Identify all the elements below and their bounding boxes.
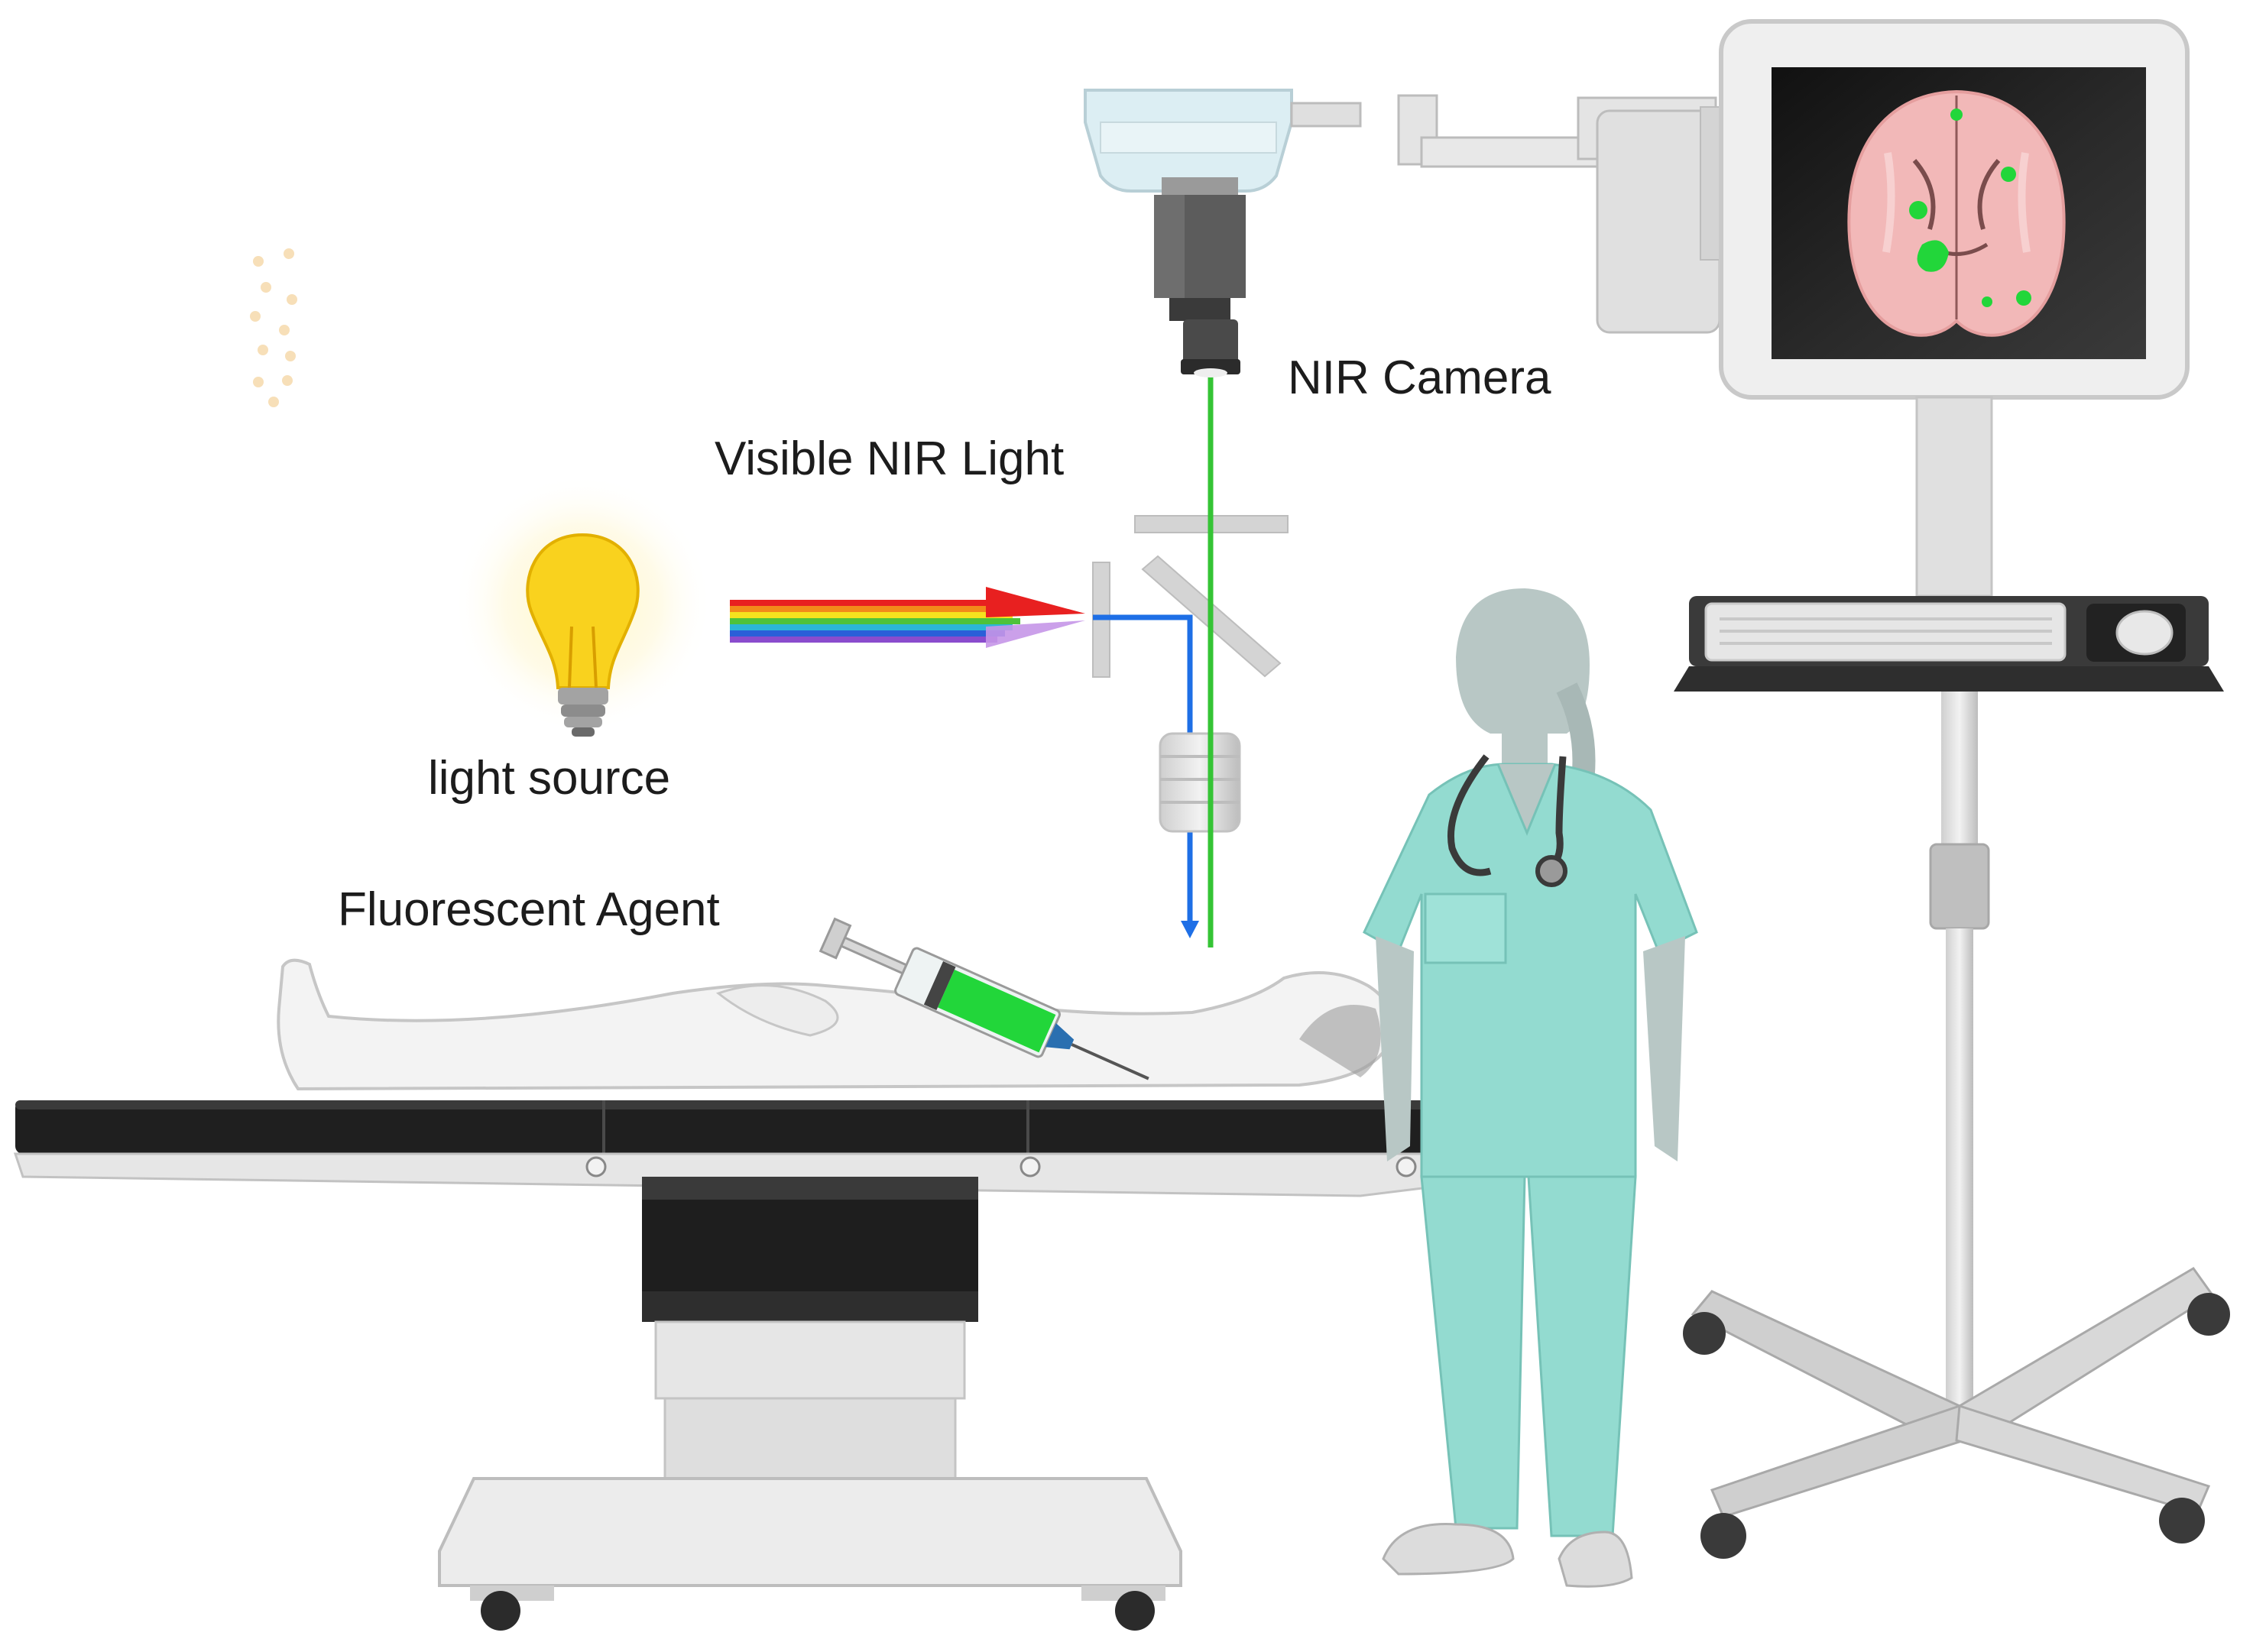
operating-table (13, 1100, 1610, 1631)
stethoscope-icon (1447, 754, 1567, 887)
nir-camera-label: NIR Camera (1288, 351, 1551, 404)
clinician (1363, 588, 1698, 1588)
syringe-icon (819, 917, 1149, 1080)
monitor-stand (1683, 692, 2230, 1559)
nir-camera-icon (1084, 89, 1293, 377)
keyboard-tray (1674, 596, 2224, 692)
fluorescent-agent-label: Fluorescent Agent (338, 883, 720, 936)
visible-light-beam (730, 587, 1085, 648)
mouse-icon (2115, 610, 2174, 656)
patient (277, 958, 1394, 1091)
keyboard-icon (1704, 602, 2067, 662)
light-source-label: light source (428, 752, 671, 805)
decorative-dots (250, 248, 297, 407)
fluorescence-spots (1909, 109, 2031, 307)
objective-lens (1159, 732, 1241, 833)
monitor-icon (1719, 19, 2190, 598)
visible-nir-light-label: Visible NIR Light (715, 432, 1065, 485)
articulated-arm (1290, 94, 1724, 334)
light-bulb-icon (452, 474, 712, 737)
brain-scan-image (1847, 89, 2066, 337)
